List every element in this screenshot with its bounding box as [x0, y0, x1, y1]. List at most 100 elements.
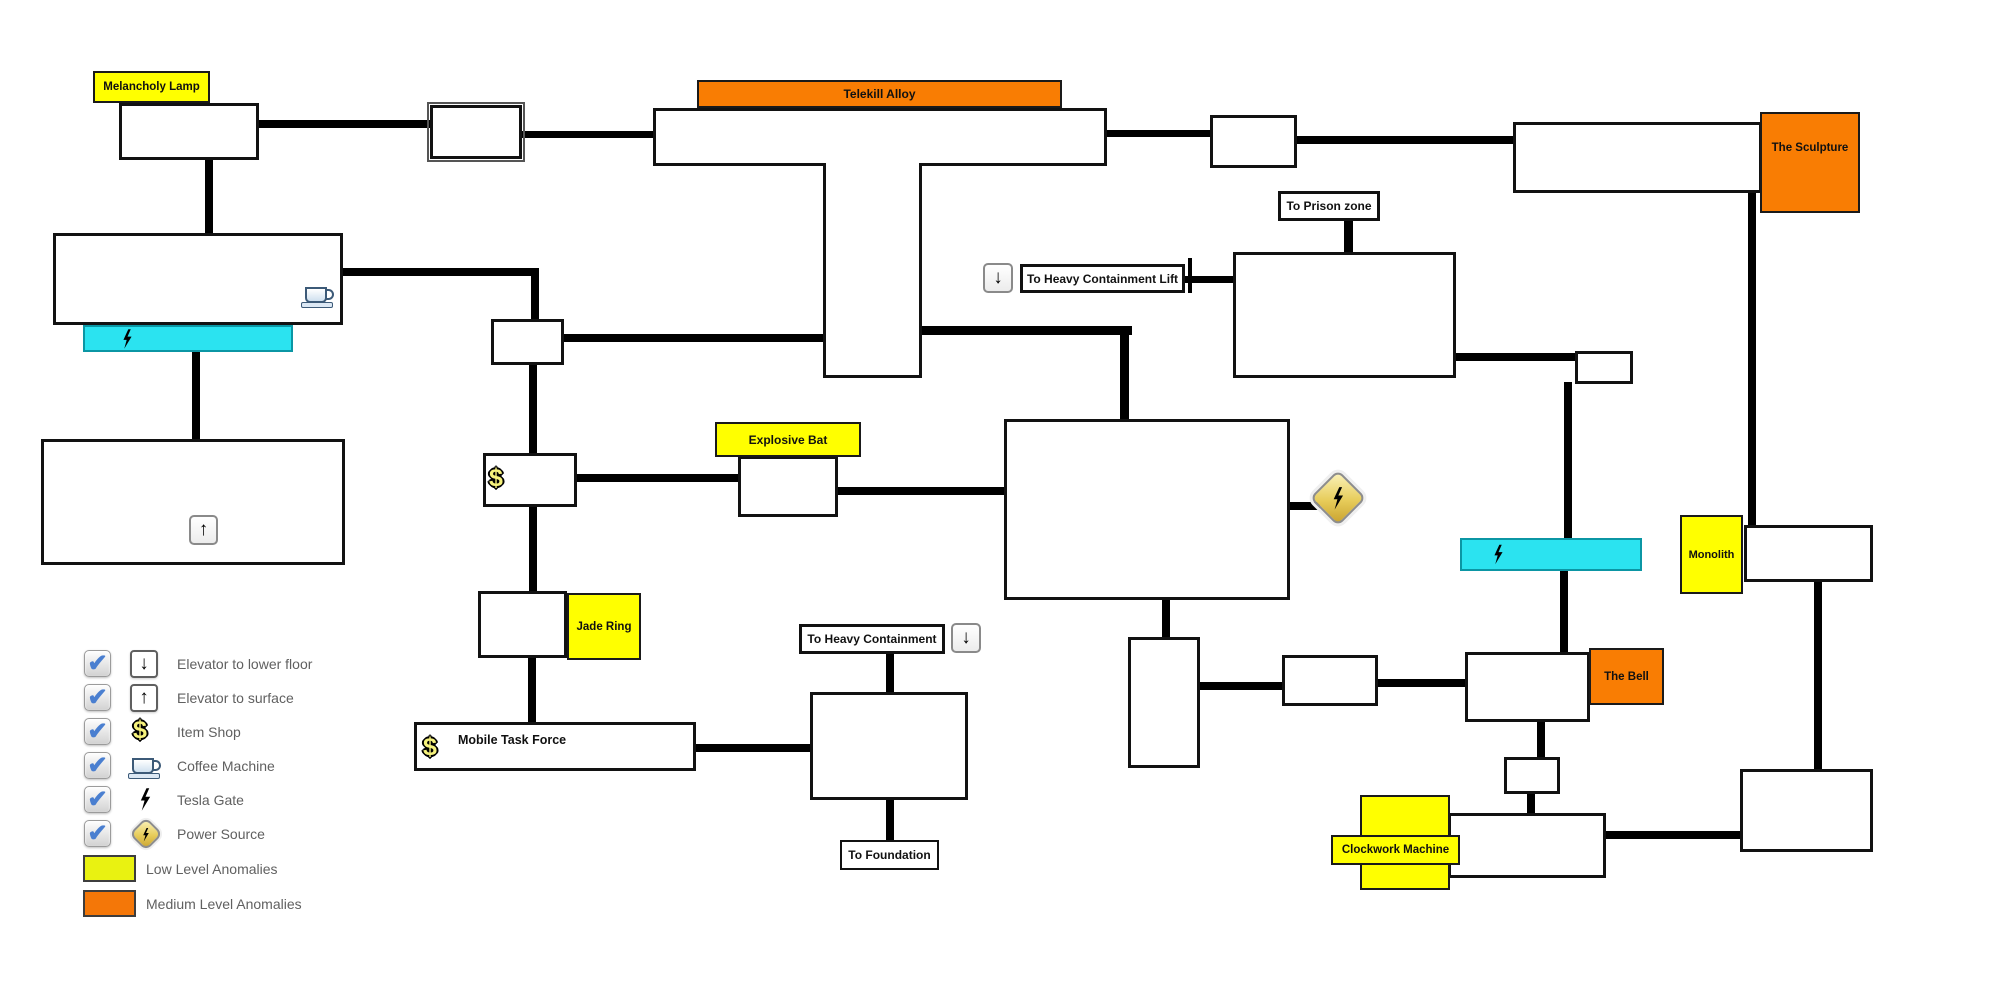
corridor [1288, 502, 1320, 510]
room-item-shop [483, 453, 577, 507]
corridor [1564, 382, 1572, 540]
legend-item-label: Coffee Machine [177, 758, 275, 774]
legend-swatch-low-anomalies [83, 855, 136, 882]
room-explosive-bat [738, 456, 838, 517]
room-bell [1465, 652, 1590, 722]
item-shop-icon: $ [133, 716, 147, 744]
room-southeast [1740, 769, 1873, 852]
exit-label-text: To Foundation [848, 848, 931, 862]
power-source-icon [1309, 469, 1367, 527]
corridor [1604, 831, 1744, 839]
exit-label-prison-zone: To Prison zone [1278, 191, 1380, 221]
item-shop-icon: $ [423, 733, 437, 761]
room-jade-ring [478, 591, 567, 658]
anomaly-label-jade-ring: Jade Ring [567, 593, 641, 660]
corridor [520, 131, 655, 138]
exit-label-heavy-containment: To Heavy Containment [799, 624, 945, 654]
legend-item-label: Elevator to surface [177, 690, 294, 706]
corridor [562, 334, 825, 342]
anomaly-label-text: The Sculpture [1771, 142, 1849, 154]
corridor [1560, 569, 1568, 655]
corridor [1162, 598, 1170, 640]
room-prison-access [1233, 252, 1456, 378]
corridor [1376, 679, 1468, 687]
legend-checkbox-power-source[interactable]: ✔ [84, 820, 111, 847]
arrow-down-glyph: ↓ [993, 267, 1003, 288]
legend-item-label: Power Source [177, 826, 265, 842]
coffee-cup-saucer [301, 302, 333, 308]
exit-label-heavy-containment-lift: To Heavy Containment Lift [1020, 264, 1185, 293]
arrow-up-glyph: ↑ [139, 687, 149, 708]
check-icon: ✔ [87, 649, 108, 677]
corridor [1295, 136, 1515, 144]
coffee-cup-saucer [128, 773, 160, 779]
elevator-up-icon: ↑ [189, 515, 218, 545]
exit-label-text: To Prison zone [1286, 199, 1372, 213]
corridor [528, 656, 536, 725]
item-shop-icon: $ [489, 464, 503, 492]
legend-item-label: Item Shop [177, 724, 241, 740]
room-junction-west [491, 319, 564, 365]
tesla-gate-bar-west [83, 325, 293, 352]
corridor [1814, 580, 1822, 772]
room-checkpoint [427, 102, 525, 162]
door-tick [1188, 258, 1192, 293]
exit-label-foundation: To Foundation [840, 840, 939, 870]
anomaly-label-monolith: Monolith [1680, 515, 1743, 594]
room-central-hall [1004, 419, 1290, 600]
tesla-bolt-icon [1494, 544, 1503, 565]
corridor [886, 652, 894, 695]
anomaly-label-text: Monolith [1688, 548, 1735, 561]
room-telekill-hall [653, 108, 1107, 166]
corridor [341, 268, 539, 276]
anomaly-label-text: Clockwork Machine [1341, 844, 1450, 856]
corridor [1120, 330, 1129, 423]
corridor [836, 487, 1006, 495]
anomaly-label-text: Jade Ring [576, 620, 632, 633]
room-melancholy-lamp [119, 103, 259, 160]
legend-swatch-medium-anomalies [83, 890, 136, 917]
room-telekill-stem [823, 163, 922, 378]
coffee-cup-handle [326, 289, 334, 300]
tesla-gate-bar-east [1460, 538, 1642, 571]
legend-item-label: Tesla Gate [177, 792, 244, 808]
anomaly-label-text: Telekill Alloy [843, 87, 916, 101]
room-coffee [53, 233, 343, 325]
room-clockwork [1448, 813, 1606, 878]
room-sculpture [1513, 122, 1762, 193]
coffee-machine-icon [128, 754, 162, 780]
legend-checkbox-coffee-machine[interactable]: ✔ [84, 752, 111, 779]
elevator-up-icon: ↑ [130, 684, 158, 712]
room-bell-west-junction [1282, 655, 1378, 706]
tesla-gate-icon [140, 788, 151, 811]
power-bolt-glyph [1333, 486, 1343, 510]
legend-checkbox-elevator-down[interactable]: ✔ [84, 650, 111, 677]
arrow-up-glyph: ↑ [198, 519, 209, 540]
check-icon: ✔ [87, 683, 108, 711]
room-narrow-hall [1128, 637, 1200, 768]
check-icon: ✔ [87, 751, 108, 779]
legend-checkbox-item-shop[interactable]: ✔ [84, 718, 111, 745]
room-monolith [1744, 525, 1873, 582]
corridor [1527, 792, 1535, 816]
corridor [531, 270, 539, 322]
exit-label-text: To Heavy Containment [807, 632, 937, 646]
anomaly-label-the-bell: The Bell [1589, 648, 1664, 705]
power-bolt-glyph [143, 827, 149, 841]
corridor [529, 363, 537, 456]
anomaly-label-the-sculpture: The Sculpture [1760, 112, 1860, 213]
corridor [529, 505, 537, 594]
legend-checkbox-elevator-up[interactable]: ✔ [84, 684, 111, 711]
corridor [192, 350, 200, 442]
anomaly-label-explosive-bat: Explosive Bat [715, 422, 861, 457]
coffee-cup-handle [153, 760, 161, 771]
elevator-down-icon: ↓ [951, 623, 981, 653]
check-icon: ✔ [87, 717, 108, 745]
anomaly-label-melancholy-lamp: Melancholy Lamp [93, 71, 210, 103]
legend-swatch-label: Medium Level Anomalies [146, 896, 302, 912]
corridor [1344, 219, 1353, 255]
anomaly-label-telekill-alloy: Telekill Alloy [697, 80, 1062, 108]
legend-checkbox-tesla-gate[interactable]: ✔ [84, 786, 111, 813]
legend-item-label: Elevator to lower floor [177, 656, 313, 672]
